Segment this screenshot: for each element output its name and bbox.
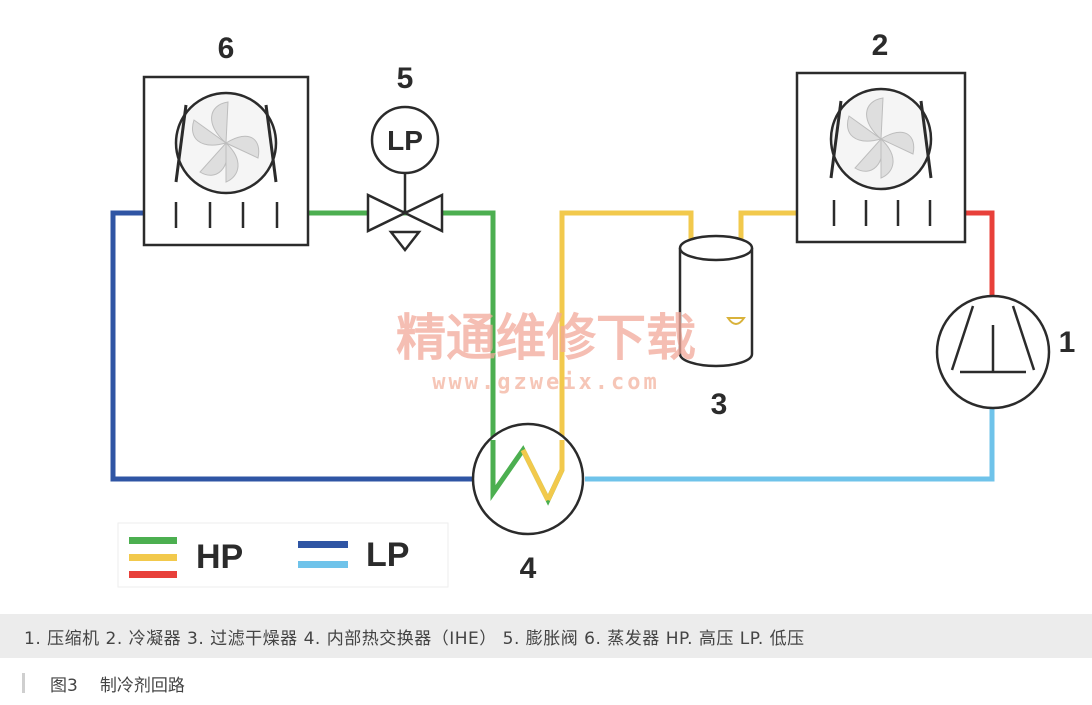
legend-hp-label: HP <box>196 538 243 576</box>
lp-dark-pipe <box>110 210 475 482</box>
caption-band <box>0 614 1092 658</box>
evaporator <box>142 75 310 247</box>
hp-yellow-pipe-1 <box>559 210 694 440</box>
caption-legend: 1. 压缩机 2. 冷凝器 3. 过滤干燥器 4. 内部热交换器（IHE） 5.… <box>24 629 805 649</box>
figure-number: 图3 <box>50 676 78 696</box>
legend <box>117 522 449 588</box>
legend-lp-label: LP <box>366 536 409 574</box>
condenser <box>795 71 967 244</box>
expansion-valve-number: 5 <box>397 62 414 95</box>
watermark-url: www.gzweix.com <box>432 370 659 395</box>
figure-caption: 图3 制冷剂回路 <box>50 671 207 696</box>
fan-icon <box>847 97 915 179</box>
legend-lp-dark-swatch <box>298 541 348 548</box>
refrigerant-circuit-diagram: 6 LP 5 2 3 <box>110 29 1076 588</box>
lp-light-pipe <box>585 398 995 482</box>
legend-hp-yellow-swatch <box>129 554 177 561</box>
filter-drier <box>678 234 754 368</box>
filter-drier-number: 3 <box>711 388 728 421</box>
figure-title: 制冷剂回路 <box>99 676 185 696</box>
legend-lp-light-swatch <box>298 561 348 568</box>
fan-icon <box>192 101 260 183</box>
evaporator-number: 6 <box>218 32 235 65</box>
heat-exchanger-number: 4 <box>520 552 537 585</box>
expansion-valve <box>366 105 444 253</box>
legend-hp-green-swatch <box>129 537 177 544</box>
compressor <box>935 294 1051 410</box>
internal-heat-exchanger <box>471 422 585 536</box>
compressor-number: 1 <box>1059 326 1076 359</box>
expansion-valve-label: LP <box>387 125 423 156</box>
condenser-number: 2 <box>872 29 889 62</box>
legend-hp-red-swatch <box>129 571 177 578</box>
watermark-text: 精通维修下载 <box>396 309 696 367</box>
figure-marker <box>22 673 25 693</box>
